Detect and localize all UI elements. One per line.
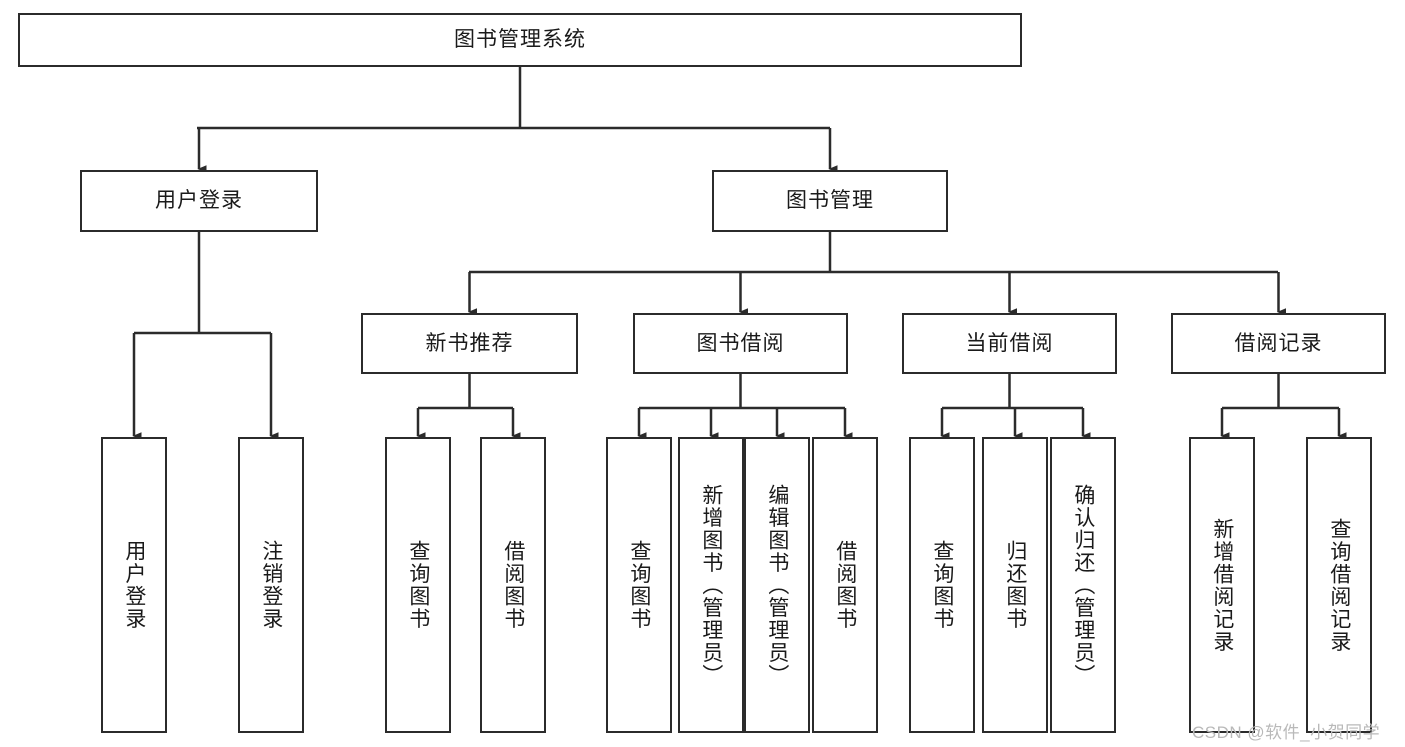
node-label: 查询图书: [406, 540, 430, 630]
leaf-return-book[interactable]: 归还图书: [982, 437, 1048, 733]
leaf-confirm-return-admin[interactable]: 确认归还（管理员）: [1050, 437, 1116, 733]
node-label: 新书推荐: [425, 331, 514, 355]
node-label: 图书借阅: [696, 331, 785, 355]
leaf-query-book-current[interactable]: 查询图书: [909, 437, 975, 733]
node-label: 查询图书: [930, 540, 954, 630]
node-label: 编辑图书（管理员）: [765, 483, 789, 687]
leaf-query-borrow-record[interactable]: 查询借阅记录: [1306, 437, 1372, 733]
node-label: 新增图书（管理员）: [699, 483, 723, 687]
node-book-manage[interactable]: 图书管理: [712, 170, 948, 232]
leaf-logout[interactable]: 注销登录: [238, 437, 304, 733]
leaf-query-book-rec[interactable]: 查询图书: [385, 437, 451, 733]
node-label: 确认归还（管理员）: [1071, 483, 1095, 687]
node-label: 借阅记录: [1234, 331, 1323, 355]
node-label: 借阅图书: [833, 540, 857, 630]
leaf-add-borrow-record[interactable]: 新增借阅记录: [1189, 437, 1255, 733]
node-label: 当前借阅: [965, 331, 1054, 355]
leaf-borrow-book-rec[interactable]: 借阅图书: [480, 437, 546, 733]
node-book-borrow[interactable]: 图书借阅: [633, 313, 848, 374]
node-label: 注销登录: [259, 540, 283, 630]
node-label: 借阅图书: [501, 540, 525, 630]
node-current-borrow[interactable]: 当前借阅: [902, 313, 1117, 374]
node-label: 图书管理: [786, 189, 874, 213]
node-label: 新增借阅记录: [1210, 517, 1234, 653]
node-label: 图书管理系统: [454, 28, 586, 52]
node-user-login[interactable]: 用户登录: [80, 170, 318, 232]
leaf-borrow-book[interactable]: 借阅图书: [812, 437, 878, 733]
node-label: 查询借阅记录: [1327, 517, 1351, 653]
leaf-edit-book-admin[interactable]: 编辑图书（管理员）: [744, 437, 810, 733]
leaf-add-book-admin[interactable]: 新增图书（管理员）: [678, 437, 744, 733]
node-root-system[interactable]: 图书管理系统: [18, 13, 1022, 67]
node-label: 归还图书: [1003, 540, 1027, 630]
node-borrow-record[interactable]: 借阅记录: [1171, 313, 1386, 374]
leaf-user-login[interactable]: 用户登录: [101, 437, 167, 733]
node-new-book-recommend[interactable]: 新书推荐: [361, 313, 578, 374]
node-label: 查询图书: [627, 540, 651, 630]
leaf-query-book-borrow[interactable]: 查询图书: [606, 437, 672, 733]
csdn-watermark: CSDN @软件_小贺同学: [1192, 723, 1381, 742]
node-label: 用户登录: [155, 189, 243, 213]
node-label: 用户登录: [122, 540, 146, 630]
